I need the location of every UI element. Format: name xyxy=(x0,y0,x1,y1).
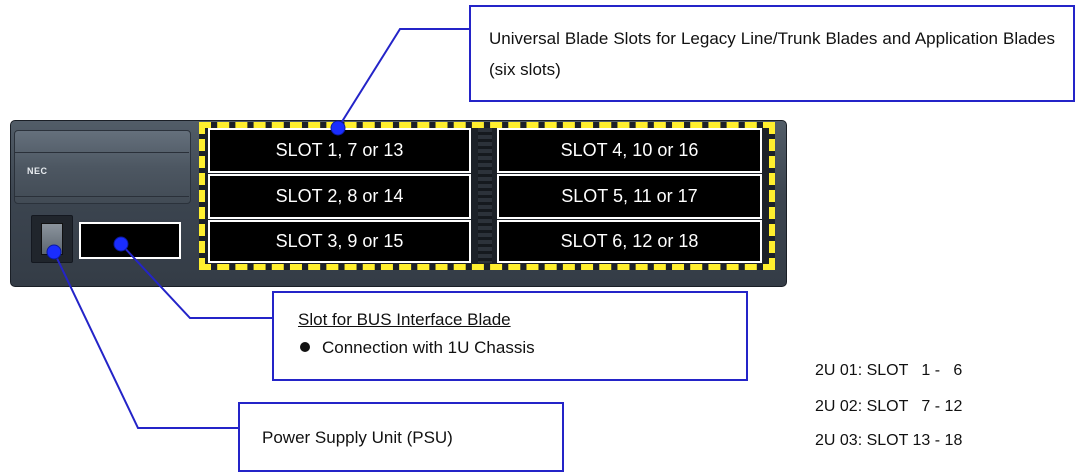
legend-line-2u01: 2U 01: SLOT 1 - 6 xyxy=(815,362,963,379)
legend-line-2u02: 2U 02: SLOT 7 - 12 xyxy=(815,398,963,415)
leader-lines xyxy=(46,28,469,429)
bullet-icon xyxy=(300,342,310,352)
psu-label: Power Supply Unit (PSU) xyxy=(262,428,453,447)
nec-logo: NEC xyxy=(27,166,48,176)
front-cover-panel xyxy=(14,130,191,204)
marker-bus-dot xyxy=(113,236,129,252)
callout-universal-slots: Universal Blade Slots for Legacy Line/Tr… xyxy=(469,5,1075,102)
slot-2: SLOT 2, 8 or 14 xyxy=(208,174,471,219)
panel-groove xyxy=(14,196,189,197)
legend-line-2u03: 2U 03: SLOT 13 - 18 xyxy=(815,432,963,449)
slot-5: SLOT 5, 11 or 17 xyxy=(497,174,762,219)
bus-interface-title: Slot for BUS Interface Blade xyxy=(298,310,511,329)
slot-3: SLOT 3, 9 or 15 xyxy=(208,220,471,263)
panel-groove xyxy=(14,152,189,153)
marker-psu-dot xyxy=(46,244,62,260)
leader-line-bus xyxy=(120,243,272,319)
callout-psu: Power Supply Unit (PSU) xyxy=(238,402,564,472)
psu-switch[interactable] xyxy=(31,215,73,263)
bus-interface-bullet: Connection with 1U Chassis xyxy=(298,337,746,359)
leader-line-psu xyxy=(53,251,238,429)
callout-universal-text: Universal Blade Slots for Legacy Line/Tr… xyxy=(489,29,1055,79)
slot-divider xyxy=(478,128,492,263)
callout-bus-interface: Slot for BUS Interface Blade Connection … xyxy=(272,291,748,381)
bus-interface-bullet-text: Connection with 1U Chassis xyxy=(322,338,535,357)
leader-line-universal xyxy=(337,28,469,129)
slot-4: SLOT 4, 10 or 16 xyxy=(497,128,762,173)
marker-universal-dot xyxy=(330,120,346,136)
slot-6: SLOT 6, 12 or 18 xyxy=(497,220,762,263)
